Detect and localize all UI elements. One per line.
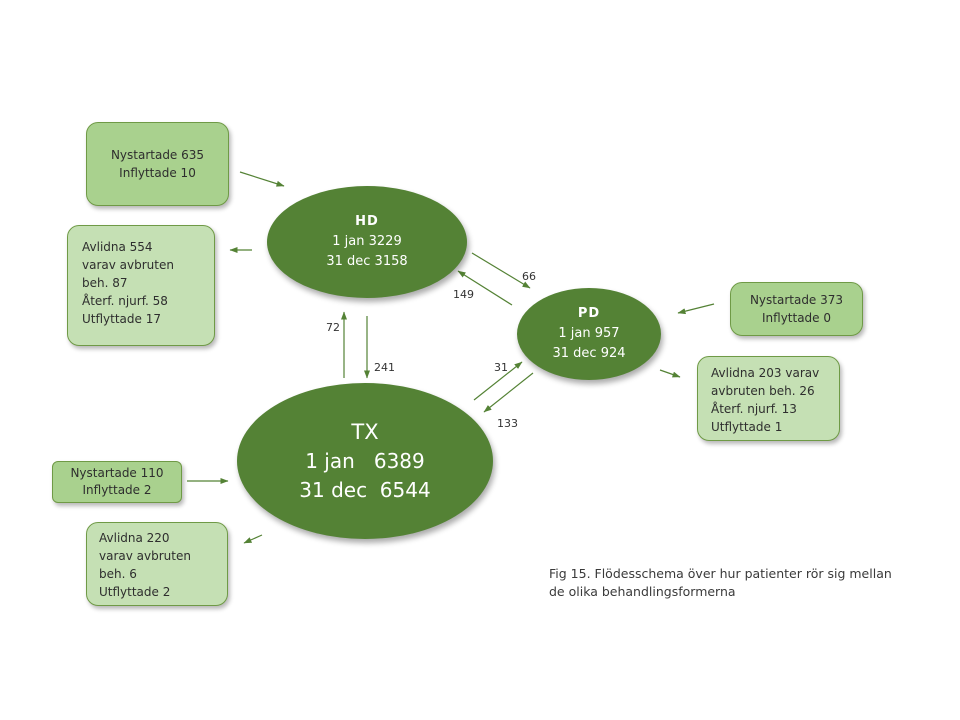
- arrow-hd-in: [239, 171, 285, 187]
- pd-outflow-recovered: Återf. njurf. 13: [711, 402, 797, 416]
- hd-node-end: 31 dec 3158: [326, 254, 408, 269]
- hd-outflow-recovered: Återf. njurf. 58: [82, 294, 168, 308]
- pd-inflow-moved-in: Inflyttade 0: [761, 311, 832, 325]
- arrow-pd-out: [659, 369, 681, 378]
- figure-caption: Fig 15. Flödesschema över hur patienter …: [549, 565, 929, 601]
- pd-node: PD 1 jan 957 31 dec 924: [517, 288, 661, 380]
- tx-outflow-discontinued: beh. 6: [99, 567, 137, 581]
- hd-outflow-deceased: Avlidna 554: [82, 240, 153, 254]
- pd-outflow-moved-out: Utflyttade 1: [711, 420, 783, 434]
- hd-node-title: HD: [355, 214, 379, 229]
- hd-outflow-box: Avlidna 554 varav avbruten beh. 87 Återf…: [67, 225, 215, 346]
- hd-outflow-discontinued: beh. 87: [82, 276, 128, 290]
- tx-node-end: 31 dec 6544: [299, 478, 431, 502]
- hd-node: HD 1 jan 3229 31 dec 3158: [267, 186, 467, 298]
- hd-inflow-new: Nystartade 635: [110, 148, 205, 162]
- flow-hd-to-tx-label: 241: [374, 361, 395, 374]
- pd-outflow-box: Avlidna 203 varav avbruten beh. 26 Återf…: [697, 356, 840, 441]
- pd-outflow-deceased: Avlidna 203 varav: [711, 366, 820, 380]
- pd-node-end: 31 dec 924: [552, 346, 626, 361]
- figure-caption-line-1: Fig 15. Flödesschema över hur patienter …: [549, 566, 892, 581]
- tx-node-title: TX: [351, 420, 379, 444]
- pd-node-title: PD: [577, 306, 601, 321]
- tx-inflow-moved-in: Inflyttade 2: [82, 483, 152, 497]
- hd-node-start: 1 jan 3229: [332, 234, 402, 249]
- arrow-tx-out: [243, 534, 263, 544]
- figure-caption-line-2: de olika behandlingsformerna: [549, 584, 736, 599]
- hd-inflow-box: Nystartade 635 Inflyttade 10: [86, 122, 229, 206]
- pd-outflow-discontinued: avbruten beh. 26: [711, 384, 815, 398]
- flow-tx-to-pd-label: 31: [494, 361, 508, 374]
- pd-inflow-new: Nystartade 373: [749, 293, 844, 307]
- tx-inflow-new: Nystartade 110: [70, 466, 164, 480]
- hd-inflow-moved-in: Inflyttade 10: [119, 166, 196, 180]
- tx-outflow-of-which: varav avbruten: [99, 549, 191, 563]
- arrow-pd-in: [677, 303, 715, 315]
- pd-node-start: 1 jan 957: [558, 326, 620, 341]
- flow-pd-to-hd-label: 149: [453, 288, 474, 301]
- tx-outflow-moved-out: Utflyttade 2: [99, 585, 171, 599]
- hd-outflow-moved-out: Utflyttade 17: [82, 312, 161, 326]
- flow-tx-to-hd-label: 72: [326, 321, 340, 334]
- tx-inflow-box: Nystartade 110 Inflyttade 2: [52, 461, 182, 503]
- tx-outflow-deceased: Avlidna 220: [99, 531, 170, 545]
- tx-node-start: 1 jan 6389: [305, 449, 425, 473]
- arrow-pd-to-tx: [483, 372, 534, 413]
- flow-pd-to-tx-label: 133: [497, 417, 518, 430]
- tx-node: TX 1 jan 6389 31 dec 6544: [237, 383, 493, 539]
- flow-hd-to-pd-label: 66: [522, 270, 536, 283]
- hd-outflow-of-which: varav avbruten: [82, 258, 174, 272]
- tx-outflow-box: Avlidna 220 varav avbruten beh. 6 Utflyt…: [86, 522, 228, 606]
- pd-inflow-box: Nystartade 373 Inflyttade 0: [730, 282, 863, 336]
